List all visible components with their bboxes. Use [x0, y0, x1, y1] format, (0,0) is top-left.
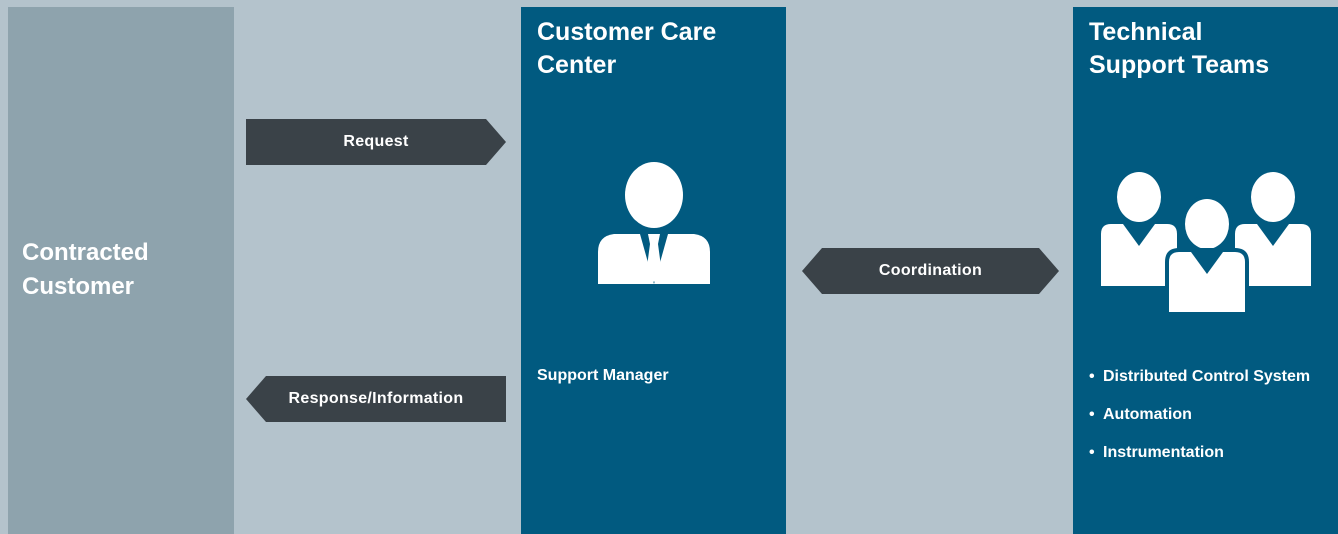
person-icon	[598, 162, 710, 289]
technical-areas-list: Distributed Control System Automation In…	[1089, 366, 1329, 480]
response-label: Response/Information	[288, 390, 464, 407]
technical-support-teams-title: Technical Support Teams	[1089, 18, 1270, 79]
team-icon	[1101, 172, 1311, 317]
list-item: Automation	[1089, 404, 1329, 426]
double-arrow-shape	[802, 248, 1059, 294]
request-arrow: Request	[246, 119, 506, 165]
contracted-customer-panel: Contracted Customer	[8, 7, 234, 534]
right-arrow-shape	[246, 119, 506, 165]
list-item: Instrumentation	[1089, 442, 1329, 464]
customer-care-center-title: Customer Care Center	[537, 18, 717, 79]
response-arrow: Response/Information	[246, 376, 506, 422]
support-manager-label: Support Manager	[537, 367, 669, 384]
coordination-label: Coordination	[878, 262, 983, 279]
technical-support-teams-panel: Technical Support Teams Distributed Cont…	[1073, 7, 1338, 534]
coordination-arrow: Coordination	[802, 248, 1059, 294]
customer-care-center-panel: Customer Care Center Support Manager	[521, 7, 786, 534]
left-arrow-shape	[246, 376, 506, 422]
request-label: Request	[343, 133, 409, 150]
contracted-customer-title: Contracted Customer	[22, 239, 149, 300]
list-item: Distributed Control System	[1089, 366, 1329, 388]
